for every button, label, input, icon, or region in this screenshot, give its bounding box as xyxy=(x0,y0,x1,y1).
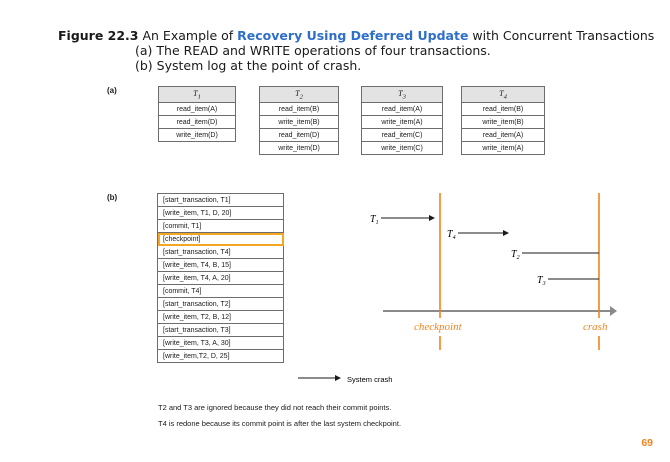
timeline-label-t3: T3 xyxy=(537,275,546,287)
table-cell: write_item(A) xyxy=(461,141,545,155)
timeline-label-t1: T1 xyxy=(370,214,379,226)
page-number: 69 xyxy=(641,437,653,449)
transaction-table-t3: T3 read_item(A) write_item(A) read_item(… xyxy=(361,86,443,155)
system-crash-label: System crash xyxy=(347,375,392,384)
transaction-table-t1: T1 read_item(A) read_item(D) write_item(… xyxy=(158,86,236,142)
figure-title-post: with Concurrent Transactions xyxy=(468,28,655,43)
crash-label: crash xyxy=(583,321,608,333)
caption-line-a: (a) The READ and WRITE operations of fou… xyxy=(135,43,491,58)
part-a-label: (a) xyxy=(107,86,117,95)
part-b-label: (b) xyxy=(107,193,118,202)
figure-title-pre: An Example of xyxy=(138,28,238,43)
timeline-label-t4: T4 xyxy=(447,229,456,241)
figure-number: Figure 22.3 xyxy=(58,28,139,43)
system-log: [start_transaction, T1] [write_item, T1,… xyxy=(157,193,284,363)
timeline-label-t2: T2 xyxy=(511,249,520,261)
transaction-table-t2: T2 read_item(B) write_item(B) read_item(… xyxy=(259,86,339,155)
note-redone: T4 is redone because its commit point is… xyxy=(158,419,402,428)
figure-title-highlight: Recovery Using Deferred Update xyxy=(237,28,469,43)
transaction-table-t4: T4 read_item(B) write_item(B) read_item(… xyxy=(461,86,545,155)
table-cell: write_item(D) xyxy=(158,128,236,142)
table-cell: write_item(C) xyxy=(361,141,443,155)
table-cell: write_item(D) xyxy=(259,141,339,155)
log-entry: [write_item,T2, D, 25] xyxy=(157,349,284,363)
note-ignored: T2 and T3 are ignored because they did n… xyxy=(158,403,392,412)
time-axis-arrowhead xyxy=(610,306,617,316)
table-header: T4 xyxy=(461,86,545,103)
checkpoint-label: checkpoint xyxy=(414,321,463,333)
figure-caption-line: Figure 22.3 An Example of Recovery Using… xyxy=(58,28,654,43)
caption-line-b: (b) System log at the point of crash. xyxy=(135,58,362,73)
table-header: T2 xyxy=(259,86,339,103)
